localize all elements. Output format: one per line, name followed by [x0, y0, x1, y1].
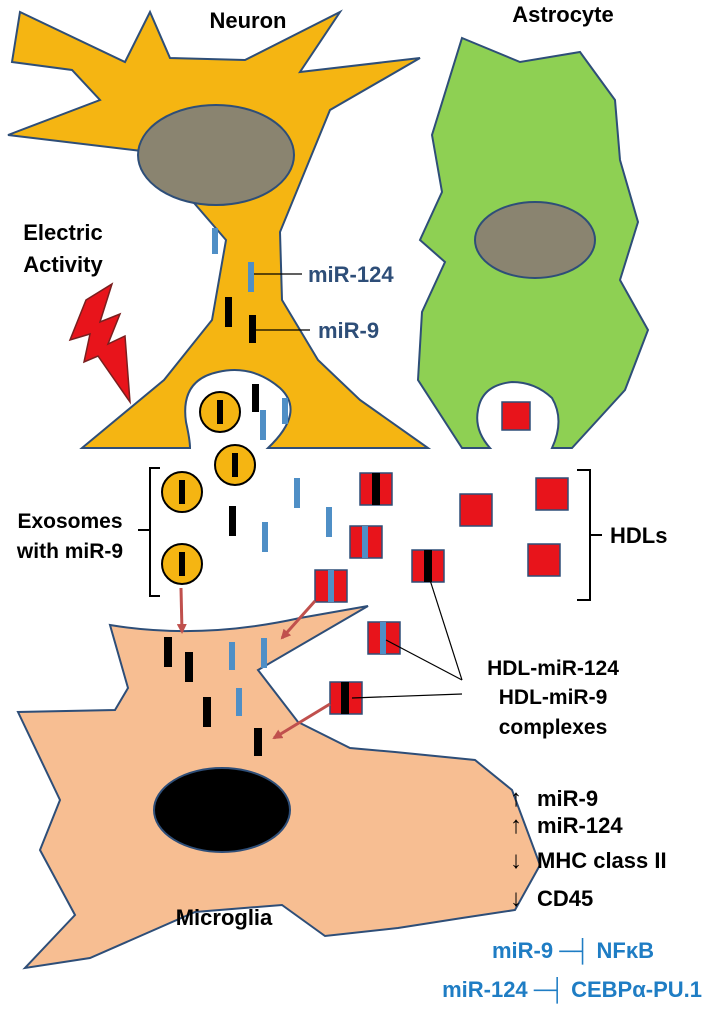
mir124-strand	[260, 410, 266, 440]
neuron-nucleus	[137, 104, 295, 206]
mir124-strand	[282, 398, 288, 424]
astrocyte-nucleus	[474, 201, 596, 279]
mir9-strand	[185, 652, 193, 682]
mir124-strand	[212, 228, 218, 254]
inhibition-target: NFκB	[597, 938, 654, 963]
mir124-strand	[262, 522, 268, 552]
hdl-mir124-complex	[314, 569, 348, 603]
complex-pointer	[429, 579, 463, 681]
exosome	[214, 444, 256, 486]
effect-text: CD45	[537, 886, 593, 911]
mir9-strand	[225, 297, 232, 327]
inhibition-target: CEBPα-PU.1	[571, 977, 702, 1002]
effect-item: ↓ MHC class II	[510, 847, 667, 874]
effect-item: ↑ miR-9	[510, 785, 598, 812]
effect-item: ↓ CD45	[510, 885, 593, 912]
electric-activity-label-line1: Electric	[23, 220, 103, 245]
mir9-strand	[203, 697, 211, 727]
exosome	[161, 543, 203, 585]
mir9-strand	[164, 637, 172, 667]
complexes-label-line1: HDL-miR-124	[487, 657, 619, 680]
mir124-strand	[294, 478, 300, 508]
lightning-icon	[68, 282, 131, 405]
exosomes-label-line2: with miR-9	[16, 540, 123, 563]
hdls-label: HDLs	[610, 523, 667, 548]
inhibition-mir124: miR-124 ─┤ CEBPα-PU.1	[442, 976, 702, 1004]
exosome	[199, 391, 241, 433]
mir9-strand	[254, 728, 262, 756]
mir9-strand	[252, 384, 259, 412]
inhibition-mir9: miR-9 ─┤ NFκB	[492, 937, 654, 965]
mir9-label: miR-9	[318, 318, 379, 343]
exosome-bracket	[138, 467, 160, 597]
effect-text: miR-9	[537, 786, 598, 811]
hdl-mir9-complex	[411, 549, 445, 583]
effect-item: ↑ miR-124	[510, 812, 623, 839]
exosome	[161, 471, 203, 513]
uptake-arrow	[280, 600, 317, 640]
inhibition-mirna: miR-9	[492, 938, 553, 963]
hdl-particle	[459, 493, 493, 527]
hdl-mir9-complex	[359, 472, 393, 506]
microglia-nucleus	[153, 767, 291, 853]
effect-arrow: ↑	[510, 785, 522, 812]
mir124-strand	[236, 688, 242, 716]
inhibition-symbol: ─┤	[558, 937, 590, 965]
exosomes-label-line1: Exosomes	[17, 510, 122, 533]
neuron-label: Neuron	[210, 8, 287, 33]
astrocyte-label: Astrocyte	[512, 2, 613, 27]
mir124-strand	[229, 642, 235, 670]
hdl-bracket	[577, 469, 602, 601]
inhibition-mirna: miR-124	[442, 977, 528, 1002]
effect-arrow: ↓	[510, 847, 522, 874]
microglia-label: Microglia	[176, 905, 273, 930]
complexes-label-line3: complexes	[499, 716, 608, 739]
mir124-label: miR-124	[308, 262, 394, 287]
effect-text: miR-124	[537, 813, 623, 838]
mir124-strand	[248, 262, 254, 292]
electric-activity-label-line2: Activity	[23, 252, 103, 277]
effect-text: MHC class II	[537, 848, 667, 873]
mir124-strand	[326, 507, 332, 537]
hdl-particle	[501, 401, 531, 431]
mir9-strand	[249, 315, 256, 343]
hdl-particle	[527, 543, 561, 577]
uptake-arrow	[176, 587, 187, 634]
mir124-strand	[261, 638, 267, 668]
hdl-mir124-complex	[349, 525, 383, 559]
complexes-label-line2: HDL-miR-9	[499, 686, 608, 709]
uptake-arrow	[272, 702, 331, 740]
inhibition-symbol: ─┤	[533, 976, 565, 1004]
effect-arrow: ↓	[510, 885, 522, 912]
hdl-particle	[535, 477, 569, 511]
hdl-mir124-complex	[367, 621, 401, 655]
complex-pointer	[385, 639, 463, 681]
effect-arrow: ↑	[510, 812, 522, 839]
mir9-strand	[229, 506, 236, 536]
complex-pointer	[351, 693, 463, 699]
